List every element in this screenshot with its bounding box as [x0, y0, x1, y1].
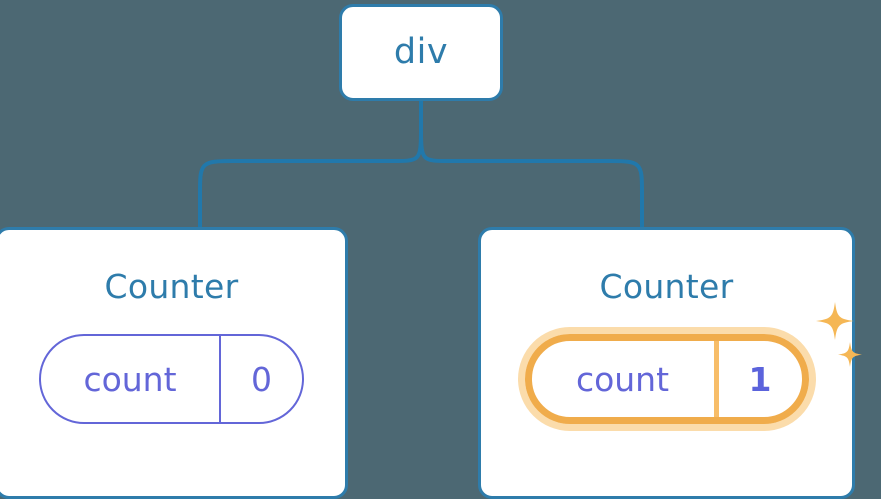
node-div-label: div: [393, 32, 449, 72]
connector-branch-right: [419, 129, 644, 230]
state-pill-left-key: count: [83, 359, 177, 399]
node-counter-left[interactable]: Counter count 0: [0, 227, 348, 499]
state-pill-right-value-cell: 1: [713, 341, 802, 417]
connector-branch-left: [198, 129, 423, 230]
state-pill-right-wrap: count 1: [524, 302, 862, 424]
state-pill-left[interactable]: count 0: [39, 334, 304, 424]
state-pill-right-value: 1: [748, 359, 772, 399]
state-pill-left-wrap: count 0: [39, 334, 304, 424]
sparkle-large-icon: [815, 302, 854, 340]
state-pill-left-value: 0: [251, 359, 272, 399]
state-pill-right[interactable]: count 1: [524, 334, 809, 424]
node-div[interactable]: div: [339, 4, 503, 101]
sparkle-small-icon: [837, 342, 862, 367]
node-counter-right[interactable]: Counter count 1: [478, 227, 862, 499]
state-pill-right-key-cell: count: [532, 341, 714, 417]
state-pill-right-key: count: [575, 359, 670, 399]
node-counter-right-title: Counter: [599, 267, 734, 306]
sparkle-group: [815, 302, 862, 367]
state-pill-left-key-cell: count: [41, 336, 219, 422]
node-counter-left-title: Counter: [104, 267, 239, 306]
state-pill-left-value-cell: 0: [219, 336, 302, 422]
